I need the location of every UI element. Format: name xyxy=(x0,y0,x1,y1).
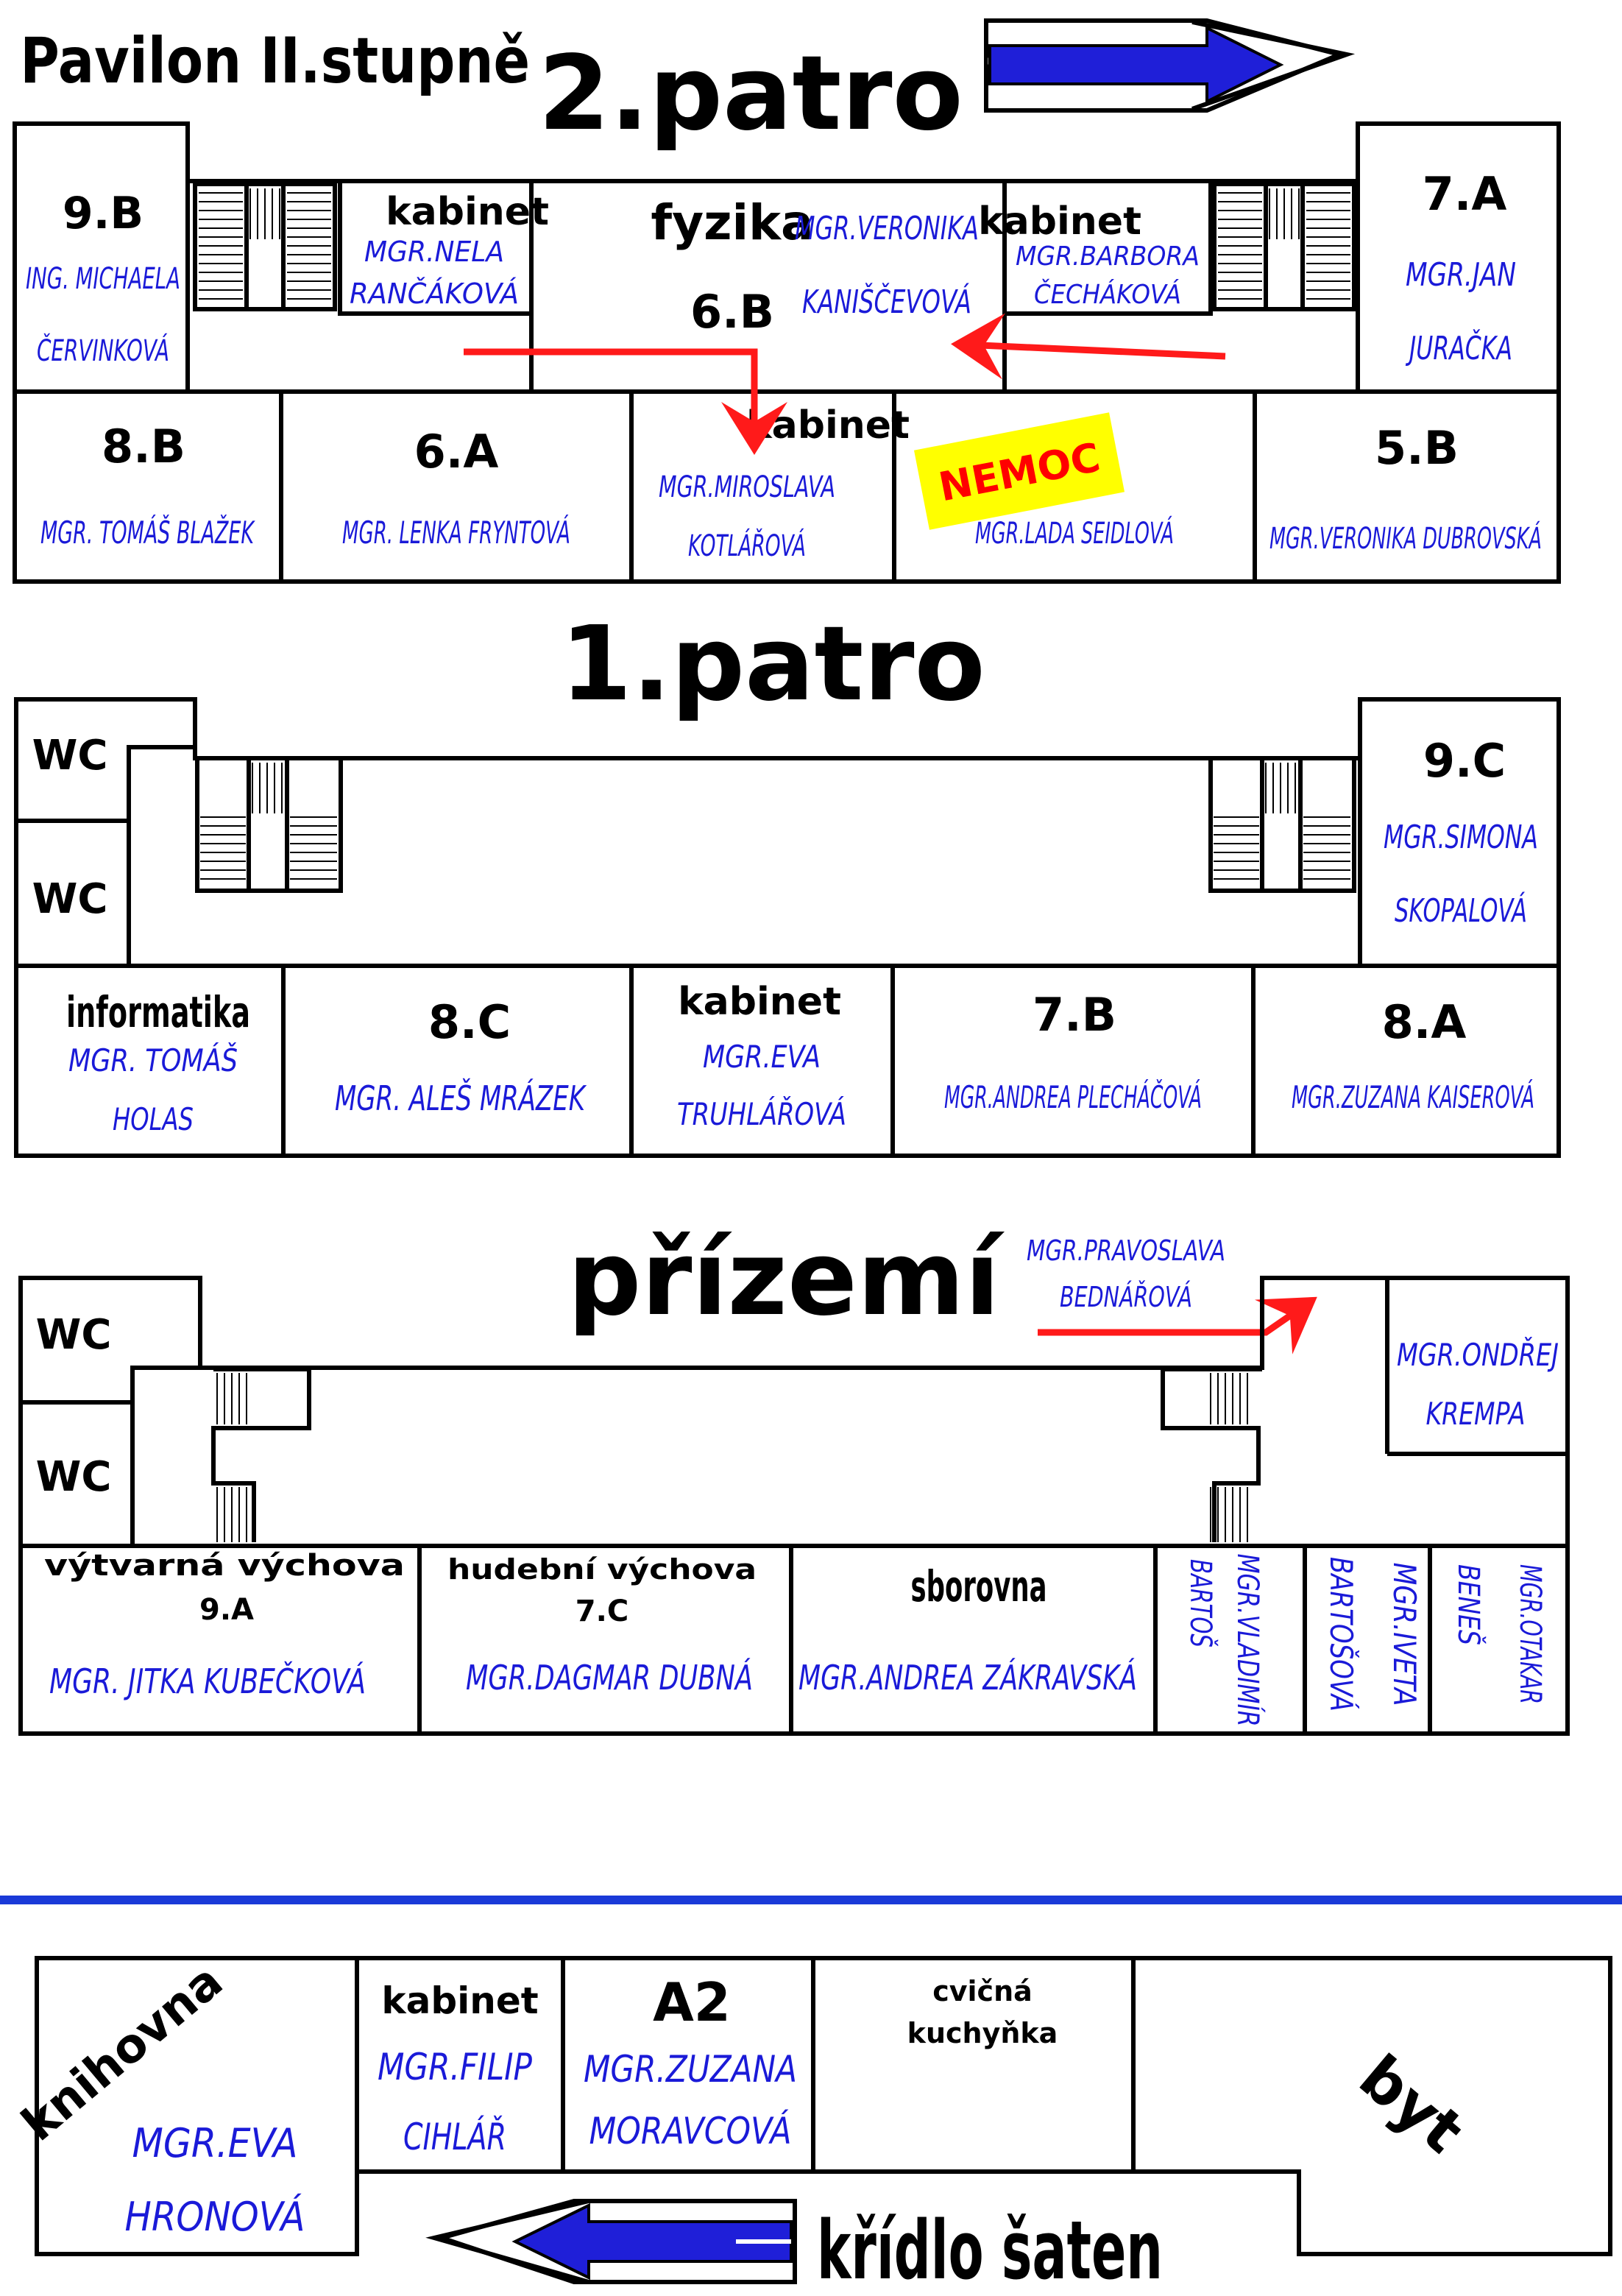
staffroom-teacher: MGR.ANDREA ZÁKRAVSKÁ xyxy=(798,1658,1137,1698)
vertical-teacher-3-line-2: BENEŠ xyxy=(1451,1564,1487,1645)
room-6a-teacher: MGR. LENKA FRYNTOVÁ xyxy=(342,514,570,551)
physics-teacher-2: KANIŠČEVOVÁ xyxy=(802,282,971,321)
cabinet-2-teacher-2: ČECHÁKOVÁ xyxy=(1034,279,1181,310)
room-a2-teacher-2: MORAVCOVÁ xyxy=(589,2109,792,2152)
ground-plan xyxy=(18,1276,1570,1736)
floor1-cabinet-label: kabinet xyxy=(678,980,841,1024)
direction-arrow-right-icon xyxy=(984,18,1356,113)
vertical-teacher-1-line-1: MGR.VLADIMÍR xyxy=(1230,1554,1266,1727)
room-8b-label: 8.B xyxy=(102,420,185,473)
art-label: výtvarná výchova xyxy=(44,1549,405,1583)
page-title: Pavilon II.stupně xyxy=(20,24,530,97)
informatics-teacher-2: HOLAS xyxy=(113,1101,194,1137)
ground-wc-1: WC xyxy=(36,1311,112,1359)
vertical-teacher-1: MGR.VLADIMÍR BARTOŠ xyxy=(1183,1554,1266,1727)
cabinet-1-teacher-1: MGR.NELA xyxy=(364,236,504,268)
cabinet-2-label: kabinet xyxy=(978,199,1141,244)
floor1-heading: 1.patro xyxy=(560,604,985,724)
floor2-plan xyxy=(13,121,1561,584)
informatics-label: informatika xyxy=(66,987,250,1037)
cabinet-3-teacher-1: MGR.MIROSLAVA xyxy=(659,470,835,504)
floor2-heading: 2.patro xyxy=(538,34,963,154)
vertical-teacher-2-line-2: BARTOŠOVÁ xyxy=(1323,1557,1360,1712)
wing-cabinet-label: kabinet xyxy=(381,1979,538,2022)
ground-heading: přízemí xyxy=(567,1219,1005,1339)
pointer-teacher-1: MGR.PRAVOSLAVA xyxy=(1027,1234,1225,1267)
red-arrows-floor2 xyxy=(464,313,1226,455)
room-8a-label: 8.A xyxy=(1382,995,1467,1049)
room-9c-teacher-2: SKOPALOVÁ xyxy=(1395,891,1527,930)
vertical-teacher-1-line-2: BARTOŠ xyxy=(1183,1559,1219,1647)
cabinet-1-label: kabinet xyxy=(386,190,549,234)
physics-class: 6.B xyxy=(690,285,774,339)
ground-wc-2: WC xyxy=(36,1453,112,1501)
wing-title: křídlo šaten xyxy=(817,2203,1163,2296)
music-class: 7.C xyxy=(576,1594,628,1628)
room-9c-label: 9.C xyxy=(1423,734,1506,788)
library-teacher-1: MGR.EVA xyxy=(132,2120,298,2166)
vertical-teacher-3-line-1: MGR.OTAKAR xyxy=(1513,1564,1547,1704)
vertical-teacher-3: MGR.OTAKAR BENEŠ xyxy=(1451,1564,1547,1704)
wing-cabinet-teacher-2: CIHLÁŘ xyxy=(403,2115,506,2158)
stairs-floor1 xyxy=(200,763,1350,880)
physics-teacher-1: MGR.VERONIKA xyxy=(795,210,979,247)
staffroom-label: sborovna xyxy=(911,1561,1047,1611)
kitchen-label-2: kuchyňka xyxy=(907,2017,1058,2049)
art-class: 9.A xyxy=(199,1593,254,1627)
room-7b-teacher: MGR.ANDREA PLECHÁČOVÁ xyxy=(944,1078,1202,1115)
cabinet-3-teacher-2: KOTLÁŘOVÁ xyxy=(688,528,806,563)
cabinet-1-teacher-2: RANČÁKOVÁ xyxy=(350,278,519,310)
vertical-teacher-2: MGR.IVETA BARTOŠOVÁ xyxy=(1323,1557,1423,1712)
sick-badge: NEMOC xyxy=(913,412,1125,530)
pointer-teacher-2: BEDNÁŘOVÁ xyxy=(1060,1281,1192,1313)
physics-label: fyzika xyxy=(651,194,813,251)
music-teacher: MGR.DAGMAR DUBNÁ xyxy=(466,1658,753,1698)
kitchen-label-1: cvičná xyxy=(932,1975,1033,2007)
room-9c-teacher-1: MGR.SIMONA xyxy=(1384,819,1538,856)
room-5b-teacher: MGR.VERONIKA DUBROVSKÁ xyxy=(1269,520,1542,556)
floor1-cabinet-teacher-2: TRUHLÁŘOVÁ xyxy=(677,1095,846,1132)
krempa-teacher-1: MGR.ONDŘEJ xyxy=(1397,1336,1559,1373)
section-divider xyxy=(0,1896,1622,1904)
wing-cabinet-teacher-1: MGR.FILIP xyxy=(378,2046,533,2088)
room-7a-teacher-1: MGR.JAN xyxy=(1406,256,1516,294)
room-9b-teacher-1: ING. MICHAELA xyxy=(26,262,180,296)
room-a2-teacher-1: MGR.ZUZANA xyxy=(584,2048,797,2091)
floor1-wc-2: WC xyxy=(32,875,108,923)
room-7a-teacher-2: JURAČKA xyxy=(1405,328,1512,367)
wing-plan xyxy=(35,1956,1612,2256)
music-label: hudební výchova xyxy=(447,1553,757,1586)
room-7a-label: 7.A xyxy=(1423,167,1507,221)
room-8b-teacher: MGR. TOMÁŠ BLAŽEK xyxy=(40,514,255,551)
direction-arrow-left-icon xyxy=(425,2199,797,2284)
room-8a-teacher: MGR.ZUZANA KAISEROVÁ xyxy=(1292,1078,1534,1115)
informatics-teacher-1: MGR. TOMÁŠ xyxy=(68,1042,238,1078)
stairs-floor2-right xyxy=(1212,182,1356,311)
apartment-label: byt xyxy=(1346,2042,1476,2167)
stairs-floor2-left xyxy=(199,188,331,300)
red-arrow-ground xyxy=(1038,1296,1317,1354)
room-9b-label: 9.B xyxy=(63,188,144,239)
room-a2-label: A2 xyxy=(653,1971,731,2033)
room-9b-teacher-2: ČERVINKOVÁ xyxy=(37,333,169,368)
krempa-teacher-2: KREMPA xyxy=(1426,1396,1526,1432)
floor1-plan xyxy=(14,697,1561,1158)
room-8c-label: 8.C xyxy=(428,995,511,1049)
cabinet-3-label: kabinet xyxy=(746,403,910,448)
cabinet-2-teacher-1: MGR.BARBORA xyxy=(1016,241,1200,272)
room-8c-teacher: MGR. ALEŠ MRÁZEK xyxy=(335,1078,587,1118)
room-6a-label: 6.A xyxy=(414,425,499,478)
room-5b-label: 5.B xyxy=(1375,421,1459,475)
library-teacher-2: HRONOVÁ xyxy=(125,2194,305,2240)
stairs-ground xyxy=(216,1373,1248,1542)
sick-room-teacher: MGR.LADA SEIDLOVÁ xyxy=(975,515,1174,551)
room-7b-label: 7.B xyxy=(1033,988,1116,1042)
art-teacher: MGR. JITKA KUBEČKOVÁ xyxy=(49,1661,366,1701)
floor1-wc-1: WC xyxy=(32,732,108,780)
floor1-cabinet-teacher-1: MGR.EVA xyxy=(703,1039,821,1075)
vertical-teacher-2-line-1: MGR.IVETA xyxy=(1387,1563,1423,1706)
